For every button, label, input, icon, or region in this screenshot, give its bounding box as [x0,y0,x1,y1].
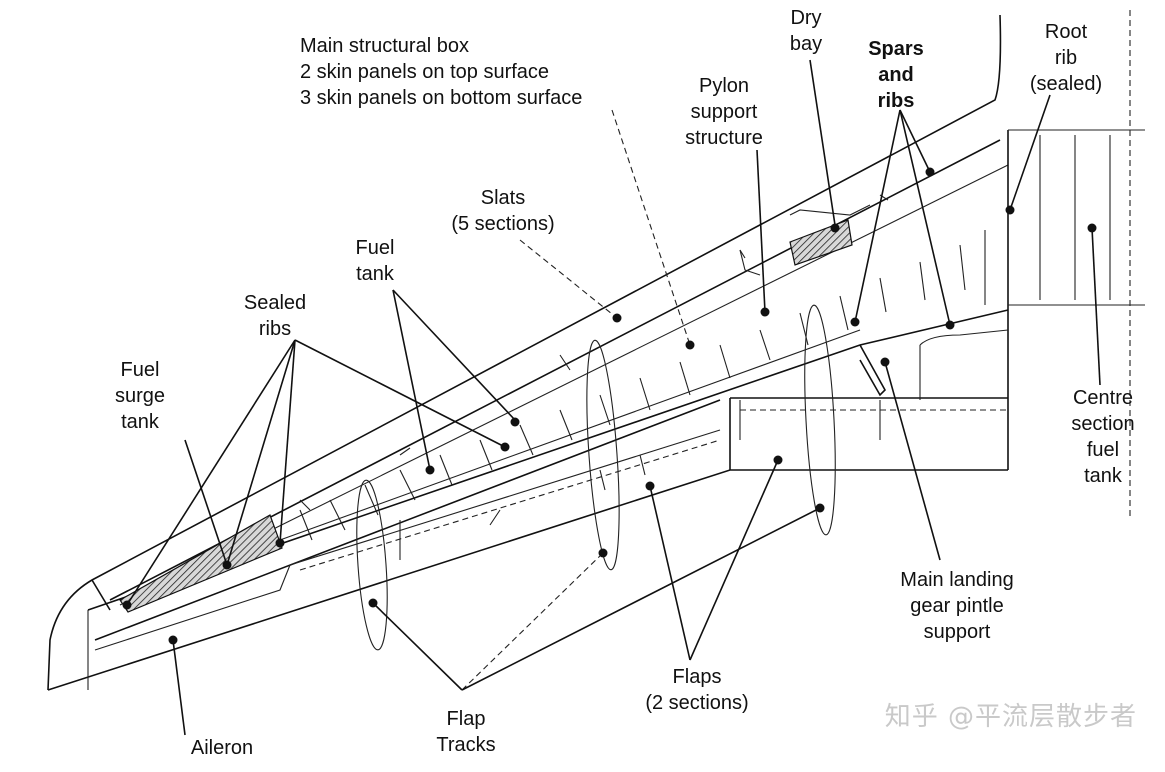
label-spars-and-ribs: Spars and ribs [868,38,924,112]
sealed-ribs-line-1: Sealed [244,292,306,314]
dry-bay-line-1: Dry [790,7,821,29]
fuel-tank-line-2: tank [356,263,395,285]
wing-ribs [299,230,986,560]
pylon-line-3: structure [685,127,763,149]
slat-segments [299,194,889,511]
sealed-ribs-line-2: ribs [259,318,291,340]
label-root-rib: Root rib (sealed) [1030,21,1102,95]
label-centre-section-fuel-tank: Centre section fuel tank [1071,387,1134,487]
root-rib-line-2: rib [1055,47,1077,69]
slats-line-2: (5 sections) [451,213,554,235]
flap-track-3 [804,304,836,536]
label-sealed-ribs: Sealed ribs [244,292,306,340]
label-pylon-support: Pylon support structure [685,75,763,149]
root-rib-line-3: (sealed) [1030,73,1102,95]
pintle-structure [859,344,886,397]
spars-line-1: Spars [868,38,924,60]
main-box-line-3: 3 skin panels on bottom surface [300,87,582,109]
spars-line-2: and [878,64,914,86]
spars-line-3: ribs [878,90,915,112]
root-rib-line-1: Root [1045,21,1088,43]
surge-tank-line-3: tank [121,411,160,433]
label-dry-bay: Dry bay [790,7,822,55]
pintle-line-2: gear pintle [910,595,1003,617]
leader-lines [126,59,1101,736]
label-flap-tracks: Flap Tracks [436,708,495,756]
wing-outline [47,10,1145,691]
centre-tank-line-4: tank [1084,465,1123,487]
flaps-line-2: (2 sections) [645,692,748,714]
watermark: 知乎 @平流层散步者 [884,702,1137,732]
flap-tracks-line-2: Tracks [436,734,495,756]
pylon-line-2: support [691,101,758,123]
label-slats: Slats (5 sections) [451,187,554,235]
fuel-tank-line-1: Fuel [356,237,395,259]
main-box-line-2: 2 skin panels on top surface [300,61,549,83]
label-fuel-tank: Fuel tank [356,237,395,285]
main-box-line-1: Main structural box [300,35,469,57]
flap-track-2 [586,339,620,571]
dry-bay-line-2: bay [790,33,822,55]
flaps-line-1: Flaps [673,666,722,688]
slats-line-1: Slats [481,187,525,209]
flap-tracks-line-1: Flap [447,708,486,730]
label-main-structural-box: Main structural box 2 skin panels on top… [300,35,582,109]
centre-tank-line-3: fuel [1087,439,1119,461]
aileron-label: Aileron [191,737,253,759]
flap-track-1 [356,479,388,651]
pylon-line-1: Pylon [699,75,749,97]
label-flaps: Flaps (2 sections) [645,666,748,714]
surge-tank-line-2: surge [115,385,165,407]
pintle-line-1: Main landing [900,569,1013,591]
label-fuel-surge-tank: Fuel surge tank [115,359,165,433]
pintle-line-3: support [924,621,991,643]
label-aileron: Aileron [191,737,253,759]
surge-tank-line-1: Fuel [121,359,160,381]
label-main-landing-gear-pintle: Main landing gear pintle support [900,569,1013,643]
leader-dots [122,167,1097,645]
centre-tank-line-1: Centre [1073,387,1133,409]
centre-tank-line-2: section [1071,413,1134,435]
